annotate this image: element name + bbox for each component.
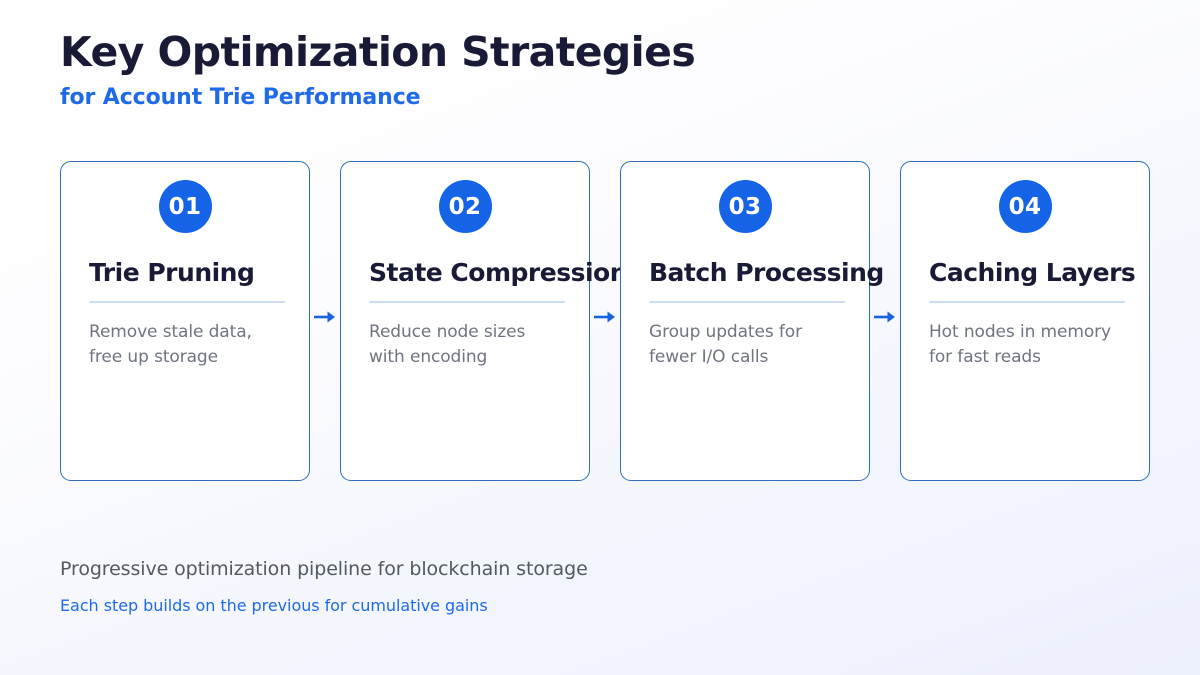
strategy-card-title: Caching Layers (929, 258, 1136, 287)
card-divider (649, 300, 845, 303)
strategy-card-title: Trie Pruning (89, 258, 255, 287)
card-divider (369, 300, 565, 303)
strategy-card-1[interactable]: 01 Trie Pruning Remove stale data, free … (60, 161, 310, 481)
connector-2 (590, 161, 620, 481)
step-number-badge: 04 (998, 180, 1052, 233)
footer-main-text: Progressive optimization pipeline for bl… (60, 558, 588, 580)
arrow-right-icon (314, 311, 335, 323)
step-number-badge: 02 (438, 180, 492, 233)
strategy-card-2[interactable]: 02 State Compression Reduce node sizes w… (340, 161, 628, 481)
card-divider (929, 300, 1125, 303)
strategy-card-title: State Compression (369, 258, 628, 287)
connector-3 (870, 161, 900, 481)
step-number-badge: 01 (158, 180, 212, 233)
page-title: Key Optimization Strategies (60, 28, 696, 76)
strategy-cards-row: 01 Trie Pruning Remove stale data, free … (60, 161, 1151, 481)
card-divider (89, 300, 285, 303)
strategy-card-description: Group updates for fewer I/O calls (649, 321, 802, 368)
strategy-card-title: Batch Processing (649, 258, 884, 287)
strategy-card-description: Hot nodes in memory for fast reads (929, 321, 1111, 368)
strategy-card-4[interactable]: 04 Caching Layers Hot nodes in memory fo… (900, 161, 1150, 481)
footer-sub-text: Each step builds on the previous for cum… (60, 596, 488, 615)
arrow-right-icon (874, 311, 895, 323)
slide-footer: Progressive optimization pipeline for bl… (60, 558, 1140, 615)
strategy-card-description: Reduce node sizes with encoding (369, 321, 526, 368)
strategy-card-description: Remove stale data, free up storage (89, 321, 252, 368)
step-number-badge: 03 (718, 180, 772, 233)
slide-header: Key Optimization Strategies for Account … (60, 28, 1140, 110)
page-subtitle: for Account Trie Performance (60, 84, 421, 110)
arrow-right-icon (594, 311, 615, 323)
strategy-card-3[interactable]: 03 Batch Processing Group updates for fe… (620, 161, 884, 481)
connector-1 (310, 161, 340, 481)
